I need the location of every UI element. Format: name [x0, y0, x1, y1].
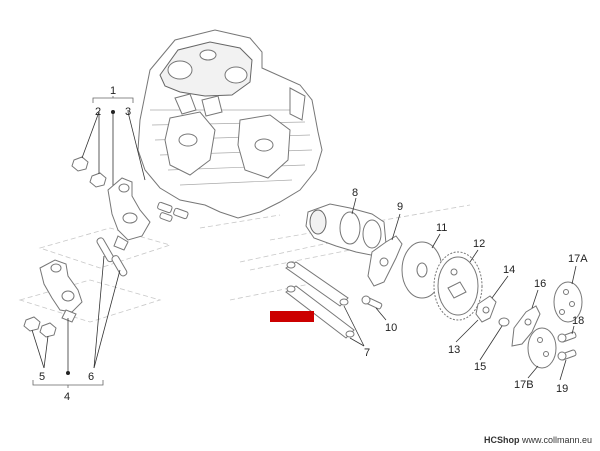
callout-3: 3	[125, 106, 131, 118]
shop-watermark-logo	[270, 311, 314, 322]
washer-15	[479, 317, 510, 361]
callout-5: 5	[39, 371, 45, 383]
callout-16: 16	[534, 278, 546, 290]
push-rods	[285, 261, 365, 347]
disc-17a	[553, 265, 583, 323]
callout-10: 10	[385, 322, 397, 334]
footer-brand: HCShop	[483, 435, 520, 445]
footer-url: www.collmann.eu	[521, 435, 592, 445]
bolt-10	[361, 295, 387, 321]
cam-plate	[367, 213, 403, 287]
callout-2: 2	[95, 106, 101, 118]
nut-parts	[71, 111, 107, 188]
callout-6: 6	[88, 371, 94, 383]
footer-credit: HCShop www.collmann.eu	[484, 435, 592, 445]
camshaft	[305, 197, 387, 257]
callout-17a: 17A	[568, 253, 588, 265]
rocker-arm-upper	[107, 111, 151, 251]
cylinder-head	[137, 29, 323, 219]
small-bracket	[455, 275, 509, 343]
callout-4: 4	[64, 391, 70, 403]
callout-11: 11	[436, 222, 447, 234]
cam-gear-disc	[401, 233, 443, 299]
callout-14: 14	[503, 264, 515, 276]
callout-19: 19	[556, 383, 568, 395]
rocker-shaft-pins	[96, 237, 128, 277]
callout-1: 1	[110, 85, 116, 97]
callout-12: 12	[473, 238, 485, 250]
head-pins	[157, 201, 189, 222]
callout-bracket-4	[31, 255, 121, 388]
callout-7: 7	[364, 347, 370, 359]
callout-17b: 17B	[514, 379, 534, 391]
disc-17b	[527, 327, 557, 379]
callout-13: 13	[448, 344, 460, 356]
callout-18: 18	[572, 315, 584, 327]
callout-15: 15	[474, 361, 486, 373]
bolts-18-19	[557, 325, 577, 381]
callout-labels: 1 2 3 4 5 6 7 8 9 10 11 12 13 14 15 16 1…	[39, 85, 588, 403]
callout-8: 8	[352, 187, 358, 199]
plate-16	[511, 289, 541, 347]
rocker-arm-lower	[23, 259, 83, 338]
callout-bracket-1	[92, 96, 134, 190]
timing-gear	[433, 249, 483, 321]
callout-9: 9	[397, 201, 403, 213]
